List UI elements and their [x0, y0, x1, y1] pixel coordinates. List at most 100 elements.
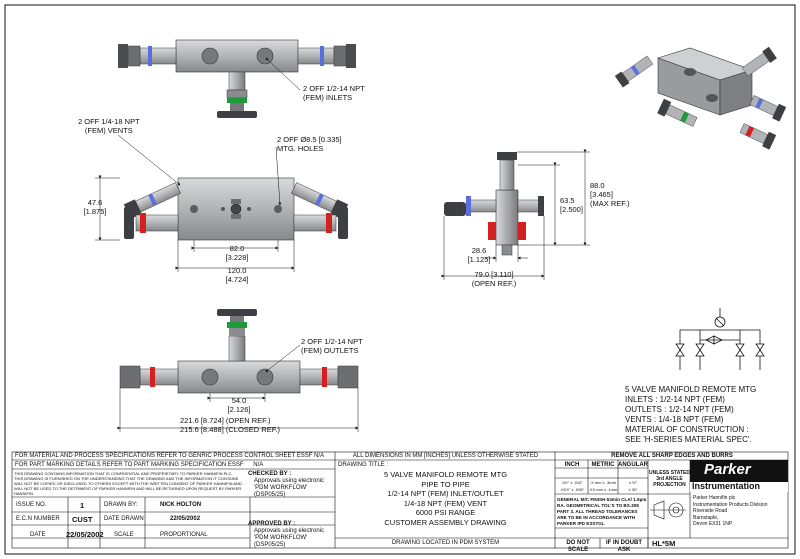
address-line: Riverside Road: [693, 508, 728, 514]
address-line: Instrumentation Products Division: [693, 501, 768, 508]
instrumentation-band: [690, 482, 788, 492]
tol-metric-2: .XX mm ± .1mm: [588, 487, 618, 492]
tol-header-angular: ANGULAR: [618, 462, 648, 468]
projection-label-line: UNLESS STATED: [649, 470, 690, 476]
drawn-by-label: DRAWN BY:: [104, 502, 138, 508]
ecn-value: CUST: [72, 515, 93, 524]
pdm-note: DRAWING LOCATED IN PDM SYSTEM: [391, 540, 500, 546]
front-view: [123, 177, 349, 241]
date-drawn-value: 22/05/2002: [170, 516, 201, 522]
outlets-callout-line2: (FEM) OUTLETS: [301, 346, 359, 355]
spec-note: 5 VALVE MANIFOLD REMOTE MTG INLETS : 1/2…: [625, 385, 756, 445]
dim-120: 120.0 [4.724]: [220, 266, 254, 284]
tol-header-metric: METRIC: [591, 462, 615, 468]
if-in-doubt: IF IN DOUBT ASK: [606, 540, 642, 553]
spec-note-line: INLETS : 1/2-14 NPT (FEM): [625, 395, 725, 404]
date-value: 22/05/2002: [66, 530, 104, 539]
spec-note-line: VENTS : 1/4-18 NPT (FEM): [625, 415, 724, 424]
approved-by: APPROVED BY : Approvals using electronic…: [248, 521, 334, 549]
dim-54: 54.0 [2.126]: [222, 396, 256, 414]
mtg-holes-callout: 2 OFF Ø8.5 [0.335] MTG. HOLES: [277, 135, 342, 153]
spec-note-line: 5 VALVE MANIFOLD REMOTE MTG: [625, 385, 757, 394]
issue-label: ISSUE NO.: [16, 502, 47, 508]
inlets-callout-line2: (FEM) INLETS: [303, 93, 353, 102]
dim-79-ref: (OPEN REF.): [471, 279, 517, 288]
mtg-holes-callout-line2: MTG. HOLES: [277, 144, 324, 153]
dim-79: 79.0 [3.110] (OPEN REF.): [462, 270, 526, 288]
parker-logo-band: [690, 460, 788, 482]
drawing-title-line: PIPE TO PIPE: [421, 479, 470, 489]
address-line: Barnstaple,: [693, 514, 719, 521]
drawing-title-line: 1/4-18 NPT (FEM) VENT: [403, 498, 488, 508]
vents-callout-line2: (FEM) VENTS: [84, 126, 133, 135]
dim-54-mm: 54.0: [231, 396, 247, 405]
drawing-title-label: DRAWING TITLE :: [338, 462, 389, 468]
issue-value: 1: [80, 501, 85, 510]
address-line: Parker Hannifin plc: [693, 495, 736, 501]
isometric-view: [614, 46, 787, 150]
marking-note: FOR PART MARKING DETAILS REFER TO PART M…: [15, 462, 263, 469]
finish-note: GENERAL M/C FINISH 63min CLA/ 1.6µm RA. …: [557, 497, 647, 526]
dimension-lines: [95, 57, 590, 432]
projection-label: UNLESS STATED 3rd ANGLE PROJECTION: [649, 470, 690, 488]
dim-120-in: [4.724]: [225, 275, 249, 284]
marking-note-text: FOR PART MARKING DETAILS REFER TO PART M…: [15, 462, 244, 468]
checked-by: CHECKED BY : Approvals using electronic …: [248, 471, 334, 499]
dim-overall: 221.6 [8.724] (OPEN REF.) 215.6 [8.488] …: [180, 416, 280, 434]
projection-label-line: PROJECTION: [653, 482, 686, 488]
part-number: HL*5M: [652, 539, 676, 548]
dim-47-6-mm: 47.6: [87, 198, 103, 207]
tol-header-inch: INCH: [564, 462, 580, 468]
vents-callout: 2 OFF 1/4-18 NPT (FEM) VENTS: [78, 117, 140, 135]
ecn-label: E.C.N NUMBER: [16, 516, 60, 522]
material-note: FOR MATERIAL AND PROCESS SPECIFICATIONS …: [15, 453, 324, 460]
spec-note-line: OUTLETS : 1/2-14 NPT (FEM): [625, 405, 734, 414]
dim-63-5-mm: 63.5: [560, 196, 575, 205]
date-label: DATE: [30, 532, 46, 538]
approved-by-line2: 'PDM WORKFLOW' (DSP05/25): [254, 535, 308, 548]
dim-63-5-in: [2.500]: [560, 205, 583, 214]
dim-54-in: [2.126]: [227, 405, 251, 414]
scale-label: SCALE: [114, 532, 134, 538]
drawn-by-value: NICK HOLTON: [160, 502, 202, 508]
valve-schematic: [675, 308, 765, 370]
address: Parker Hannifin plc Instrumentation Prod…: [693, 495, 767, 528]
tol-inch-1: .XX" ± .010": [561, 480, 583, 485]
drawing-title-line: 1/2-14 NPT (FEM) INLET/OUTLET: [387, 489, 504, 498]
approved-by-line1: Approvals using electronic: [254, 528, 325, 534]
checked-by-line2: 'PDM WORKFLOW' (DSP05/25): [254, 485, 308, 498]
inlets-callout-line1: 2 OFF 1/2-14 NPT: [303, 84, 365, 93]
dim-28-6-mm: 28.6: [471, 246, 487, 255]
do-not-scale: DO NOT SCALE: [566, 540, 590, 553]
spec-note-line: SEE 'H-SERIES MATERIAL SPEC'.: [625, 435, 752, 444]
dim-120-mm: 120.0: [227, 266, 247, 275]
tol-angular-1: ± ½°: [628, 480, 638, 485]
scale-value: PROPORTIONAL: [160, 532, 208, 538]
dim-88-mm: 88.0: [590, 181, 605, 190]
dim-47-6: 47.6 [1.875]: [80, 198, 110, 216]
inlets-callout: 2 OFF 1/2-14 NPT (FEM) INLETS: [303, 84, 365, 102]
approved-by-label: APPROVED BY :: [248, 521, 296, 527]
drawing-title-line: CUSTOMER ASSEMBLY DRAWING: [384, 517, 507, 527]
dim-88: 88.0 [3.465] (MAX REF.): [590, 181, 630, 208]
dim-28-6: 28.6 [1.125]: [464, 246, 494, 264]
third-angle-projection-icon: [650, 500, 686, 520]
dim-closed-ref: 215.6 [8.488] (CLOSED REF.): [180, 425, 281, 434]
spec-note-line: MATERIAL OF CONSTRUCTION :: [625, 425, 749, 434]
top-view: [118, 39, 356, 118]
dim-82-mm: 82.0: [229, 244, 245, 253]
tol-inch-2: .XXX" ± .005": [559, 487, 585, 492]
side-view: [444, 152, 544, 256]
dim-88-in: [3.465]: [590, 190, 613, 199]
drawing-title-line: 6000 PSI RANGE: [415, 508, 476, 517]
dim-88-ref: (MAX REF.): [590, 199, 630, 208]
dim-82: 82.0 [3.228]: [220, 244, 254, 262]
dim-open-ref: 221.6 [8.724] (OPEN REF.): [180, 416, 271, 425]
marking-note-value: N/A: [253, 462, 264, 468]
date-drawn-label: DATE DRAWN: [104, 516, 144, 522]
tol-angular-2: ± 30': [628, 487, 638, 492]
material-note-text: FOR MATERIAL AND PROCESS SPECIFICATIONS …: [15, 453, 313, 459]
dim-82-in: [3.228]: [225, 253, 249, 262]
drawing-title: 5 VALVE MANIFOLD REMOTE MTG PIPE TO PIPE…: [338, 470, 553, 527]
